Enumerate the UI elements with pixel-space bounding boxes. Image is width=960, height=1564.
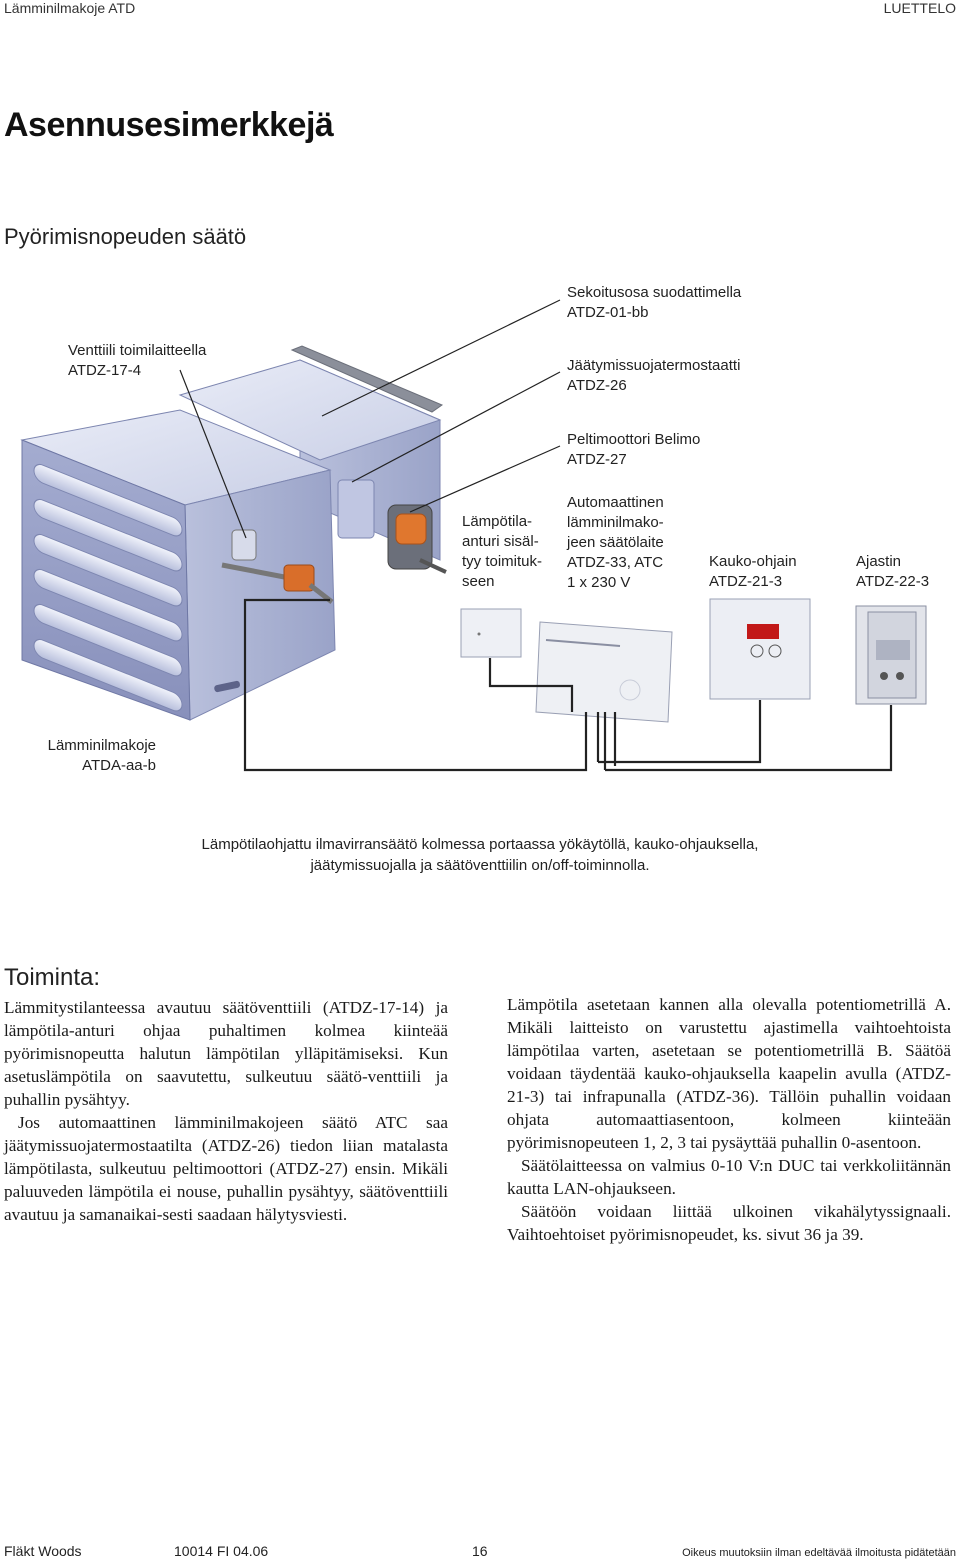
label-frost-thermostat: Jäätymissuojatermostaatti ATDZ-26 bbox=[567, 357, 741, 394]
frost-thermostat bbox=[337, 479, 375, 539]
paragraph: Lämmitystilanteessa avautuu säätöventtii… bbox=[4, 998, 448, 1109]
header-catalogue-label: LUETTELO bbox=[883, 0, 956, 16]
label-remote-control: Kauko-ohjain ATDZ-21-3 bbox=[709, 553, 797, 590]
footer-disclaimer: Oikeus muutoksiin ilman edeltävää ilmoit… bbox=[682, 1547, 956, 1559]
section-heading-toiminta: Toiminta: bbox=[4, 964, 101, 991]
paragraph: Säätölaitteessa on valmius 0-10 V:n DUC … bbox=[507, 1156, 951, 1198]
diagram-caption: Lämpötilaohjattu ilmavirransäätö kolmess… bbox=[201, 836, 759, 874]
label-automatic-controller: Automaattinen lämminilmako- jeen säätöla… bbox=[567, 494, 664, 591]
label-damper-motor: Peltimoottori Belimo ATDZ-27 bbox=[567, 431, 701, 468]
body-column-right: Lämpötila asetetaan kannen alla olevalla… bbox=[507, 993, 951, 1246]
label-timer: Ajastin ATDZ-22-3 bbox=[856, 553, 930, 590]
callout-lines bbox=[179, 299, 561, 539]
heater-unit bbox=[20, 409, 336, 721]
heater-louvers bbox=[33, 463, 183, 712]
label-mixing-section: Sekoitusosa suodattimella ATDZ-01-bb bbox=[567, 284, 742, 321]
automatic-controller bbox=[535, 621, 673, 723]
valve-actuator bbox=[221, 529, 334, 604]
footer-page-number: 16 bbox=[472, 1543, 488, 1559]
label-heater-unit: Lämminilmakoje ATDA-aa-b bbox=[47, 737, 156, 774]
header-document-name: Lämminilmakoje ATD bbox=[4, 0, 136, 16]
damper-actuator bbox=[387, 504, 447, 574]
page-title: Asennusesimerkkejä bbox=[4, 106, 334, 144]
installation-diagram bbox=[20, 299, 927, 772]
paragraph: Lämpötila asetetaan kannen alla olevalla… bbox=[507, 995, 951, 1152]
temperature-sensor bbox=[460, 608, 522, 658]
remote-control bbox=[709, 598, 811, 700]
label-valve-actuator: Venttiili toimilaitteella ATDZ-17-4 bbox=[68, 342, 207, 379]
wiring bbox=[243, 598, 893, 772]
footer-document-number: 10014 FI 04.06 bbox=[174, 1543, 269, 1559]
paragraph: Säätöön voidaan liittää ulkoinen vikahäl… bbox=[507, 1202, 951, 1244]
label-temperature-sensor: Lämpötila- anturi sisäl- tyy toimituk- s… bbox=[462, 513, 543, 590]
paragraph: Jos automaattinen lämminilmakojeen säätö… bbox=[4, 1113, 448, 1224]
section-subtitle: Pyörimisnopeuden säätö bbox=[4, 224, 247, 249]
footer-brand: Fläkt Woods bbox=[4, 1543, 82, 1559]
body-column-left: Lämmitystilanteessa avautuu säätöventtii… bbox=[4, 996, 448, 1226]
timer-device bbox=[855, 605, 927, 705]
